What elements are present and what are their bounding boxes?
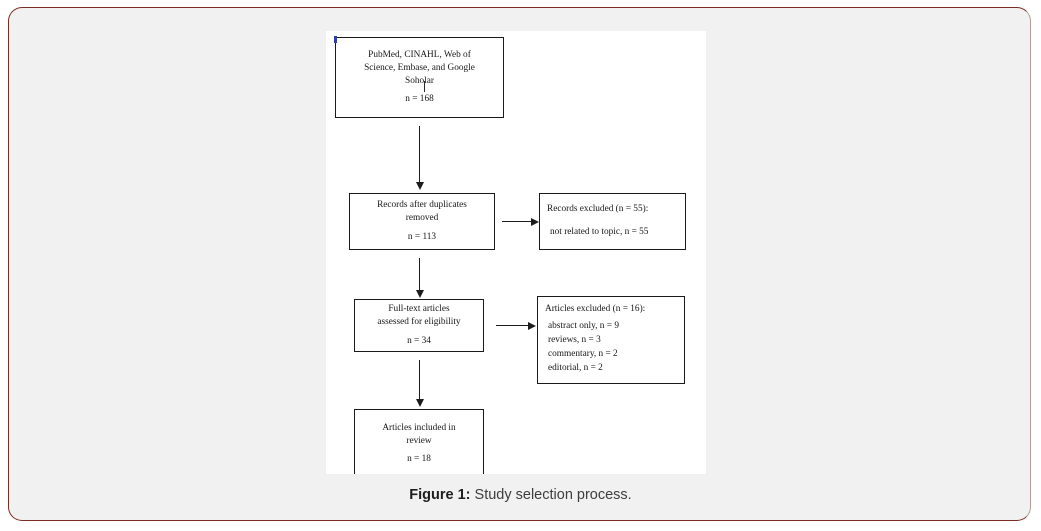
text-caret-artifact (424, 81, 426, 92)
flow-box-full-text-assessed: Full-text articles assessed for eligibil… (354, 299, 484, 352)
flow-box-records-excluded-head: Records excluded (n = 55): (547, 204, 649, 215)
selection-handle-artifact (334, 36, 337, 43)
flow-box-full-text-line-2: assessed for eligibility (377, 317, 461, 328)
flow-box-included-count: n = 18 (407, 454, 431, 465)
arrow-full-text-to-articles-excluded (496, 325, 529, 327)
flow-box-sources-count: n = 168 (405, 94, 434, 105)
flow-box-sources-line-1: PubMed, CINAHL, Web of (368, 49, 471, 60)
flow-box-duplicates-count: n = 113 (407, 231, 437, 242)
flow-box-articles-excluded: Articles excluded (n = 16): abstract onl… (537, 296, 685, 384)
flow-box-full-text-count: n = 34 (407, 335, 431, 346)
arrow-duplicates-to-full-text (419, 258, 421, 291)
flow-box-full-text-line-1: Full-text articles (388, 304, 450, 315)
flow-box-sources-line-2: Science, Embase, and Google (364, 62, 475, 73)
flow-box-articles-excluded-item-3: commentary, n = 2 (548, 349, 618, 360)
flow-box-articles-excluded-item-1: abstract only, n = 9 (548, 320, 619, 331)
figure-caption: Figure 1: Study selection process. (9, 487, 1030, 503)
flowchart-canvas: PubMed, CINAHL, Web of Science, Embase, … (326, 31, 706, 474)
flow-box-duplicates-line-1: Records after duplicates (377, 200, 467, 211)
flow-box-records-after-duplicates: Records after duplicates removed n = 113 (349, 193, 495, 250)
flow-box-records-excluded-item-1: not related to topic, n = 55 (550, 226, 649, 237)
flow-box-articles-excluded-item-2: reviews, n = 3 (548, 334, 601, 345)
flow-box-duplicates-line-2: removed (405, 213, 439, 224)
arrow-duplicates-to-records-excluded (502, 221, 532, 223)
arrow-sources-to-duplicates (419, 126, 421, 183)
figure-caption-text: Study selection process. (470, 487, 632, 503)
flow-box-sources-line-3: Soholar (405, 76, 434, 86)
flow-box-included-line-1: Articles included in (382, 422, 456, 433)
flow-box-articles-excluded-head: Articles excluded (n = 16): (545, 304, 646, 315)
flow-box-included-line-2: review (406, 435, 432, 446)
arrow-full-text-to-included (419, 360, 421, 400)
flow-box-sources: PubMed, CINAHL, Web of Science, Embase, … (335, 37, 504, 118)
flow-box-records-excluded: Records excluded (n = 55): not related t… (539, 193, 686, 250)
flow-box-articles-included: Articles included in review n = 18 (354, 409, 484, 474)
figure-caption-label: Figure 1: (409, 487, 471, 503)
figure-page-frame: PubMed, CINAHL, Web of Science, Embase, … (8, 7, 1031, 521)
flow-box-articles-excluded-item-4: editorial, n = 2 (548, 363, 603, 374)
